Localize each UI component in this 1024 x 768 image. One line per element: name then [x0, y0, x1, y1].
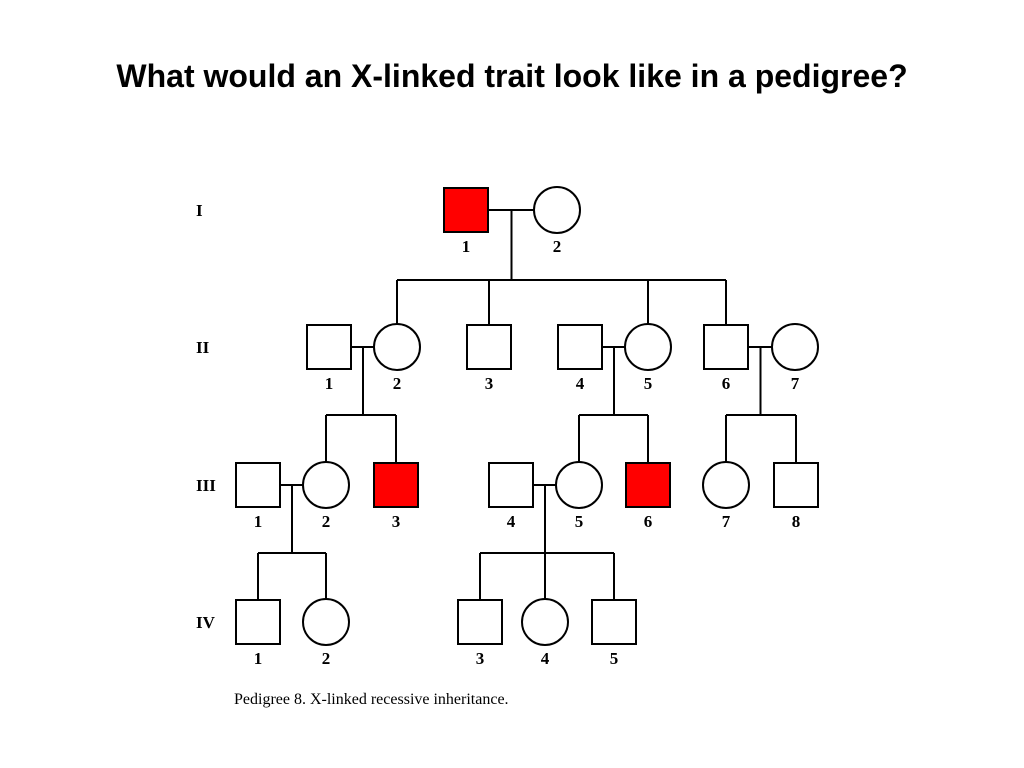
generation-label-II: II	[196, 338, 210, 357]
slide-title: What would an X-linked trait look like i…	[116, 58, 908, 94]
individual-number-III-2: 2	[322, 512, 331, 531]
unaffected-female-III-5	[555, 461, 603, 509]
individual-number-II-7: 7	[791, 374, 800, 393]
individual-number-III-7: 7	[722, 512, 731, 531]
diagram-caption: Pedigree 8. X-linked recessive inheritan…	[234, 691, 509, 708]
unaffected-male-IV-3	[457, 599, 503, 645]
individual-number-III-3: 3	[392, 512, 401, 531]
individual-number-III-1: 1	[254, 512, 263, 531]
individual-number-I-1: 1	[462, 237, 471, 256]
unaffected-female-III-7	[702, 461, 750, 509]
unaffected-male-II-4	[557, 324, 603, 370]
individual-number-IV-3: 3	[476, 649, 485, 668]
individual-number-III-6: 6	[644, 512, 653, 531]
generation-label-III: III	[196, 476, 216, 495]
affected-male-III-3	[373, 462, 419, 508]
unaffected-female-IV-2	[302, 598, 350, 646]
unaffected-female-III-2	[302, 461, 350, 509]
individual-number-II-4: 4	[576, 374, 585, 393]
individual-number-II-2: 2	[393, 374, 402, 393]
unaffected-female-II-7	[771, 323, 819, 371]
individual-number-III-8: 8	[792, 512, 801, 531]
generation-label-IV: IV	[196, 613, 216, 632]
unaffected-female-II-2	[373, 323, 421, 371]
individual-number-IV-4: 4	[541, 649, 550, 668]
unaffected-female-IV-4	[521, 598, 569, 646]
individual-number-II-1: 1	[325, 374, 334, 393]
unaffected-male-II-6	[703, 324, 749, 370]
unaffected-male-III-1	[235, 462, 281, 508]
unaffected-male-III-4	[488, 462, 534, 508]
affected-male-I-1	[443, 187, 489, 233]
pedigree-individuals	[235, 186, 819, 646]
pedigree-lines	[257, 209, 797, 600]
individual-number-IV-1: 1	[254, 649, 263, 668]
unaffected-female-I-2	[533, 186, 581, 234]
individual-number-I-2: 2	[553, 237, 562, 256]
unaffected-male-IV-5	[591, 599, 637, 645]
affected-male-III-6	[625, 462, 671, 508]
unaffected-female-II-5	[624, 323, 672, 371]
individual-number-II-5: 5	[644, 374, 653, 393]
generation-label-I: I	[196, 201, 203, 220]
individual-number-II-6: 6	[722, 374, 731, 393]
unaffected-male-II-3	[466, 324, 512, 370]
individual-number-II-3: 3	[485, 374, 494, 393]
unaffected-male-III-8	[773, 462, 819, 508]
individual-number-IV-5: 5	[610, 649, 619, 668]
unaffected-male-II-1	[306, 324, 352, 370]
individual-number-III-4: 4	[507, 512, 516, 531]
individual-number-IV-2: 2	[322, 649, 331, 668]
individual-number-III-5: 5	[575, 512, 584, 531]
unaffected-male-IV-1	[235, 599, 281, 645]
